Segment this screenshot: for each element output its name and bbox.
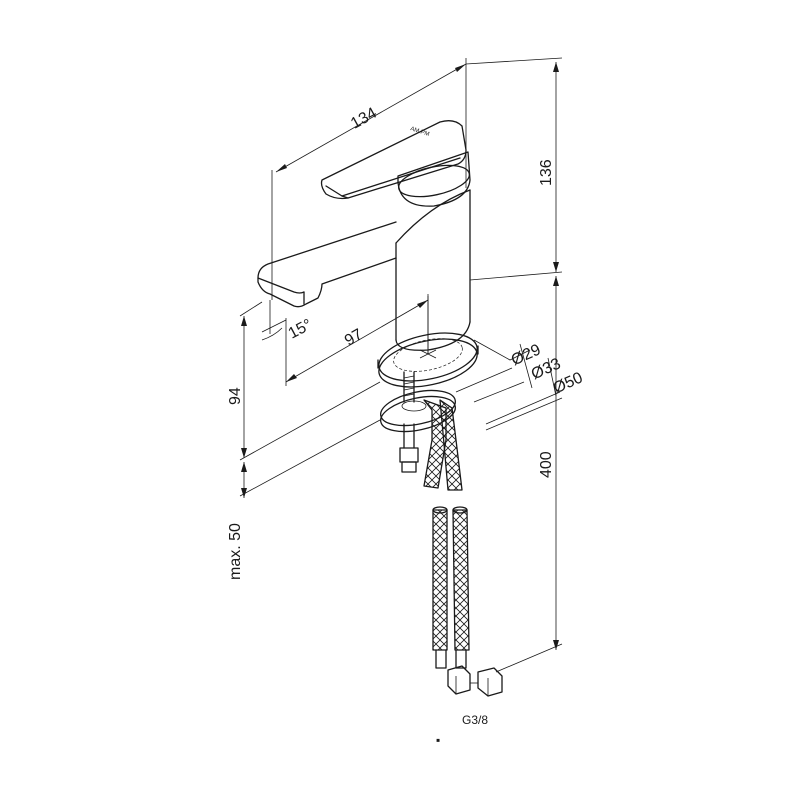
dim-97: 97 [342,326,366,350]
dim-94: 94 [227,387,244,405]
dim-hose-length: 400 [485,276,563,673]
flexible-hoses: G3/8 ▪ [423,399,503,747]
lever-logo: AM.PM [409,126,430,138]
dim-spout-height: 94 [227,301,381,461]
dim-400: 400 [538,451,555,478]
hose-end-mark: ▪ [436,733,440,747]
faucet-spout [257,221,397,308]
dim-spout-reach: 97 [285,294,429,386]
thread-label: G3/8 [462,713,488,727]
faucet-body [377,189,479,388]
dim-max-thickness: max. 50 [227,419,381,580]
dim-max-50: max. 50 [227,523,244,580]
dim-height: 136 [465,57,563,281]
dim-diameters: Ø29 Ø33 Ø50 [455,339,586,425]
faucet-lever: AM.PM [320,120,471,207]
mounting-hardware [380,371,456,473]
dim-angle-15: 15° [286,316,315,342]
dim-136: 136 [538,159,555,186]
dim-width: 134 [271,58,467,300]
dim-angle: 15° [261,300,315,343]
